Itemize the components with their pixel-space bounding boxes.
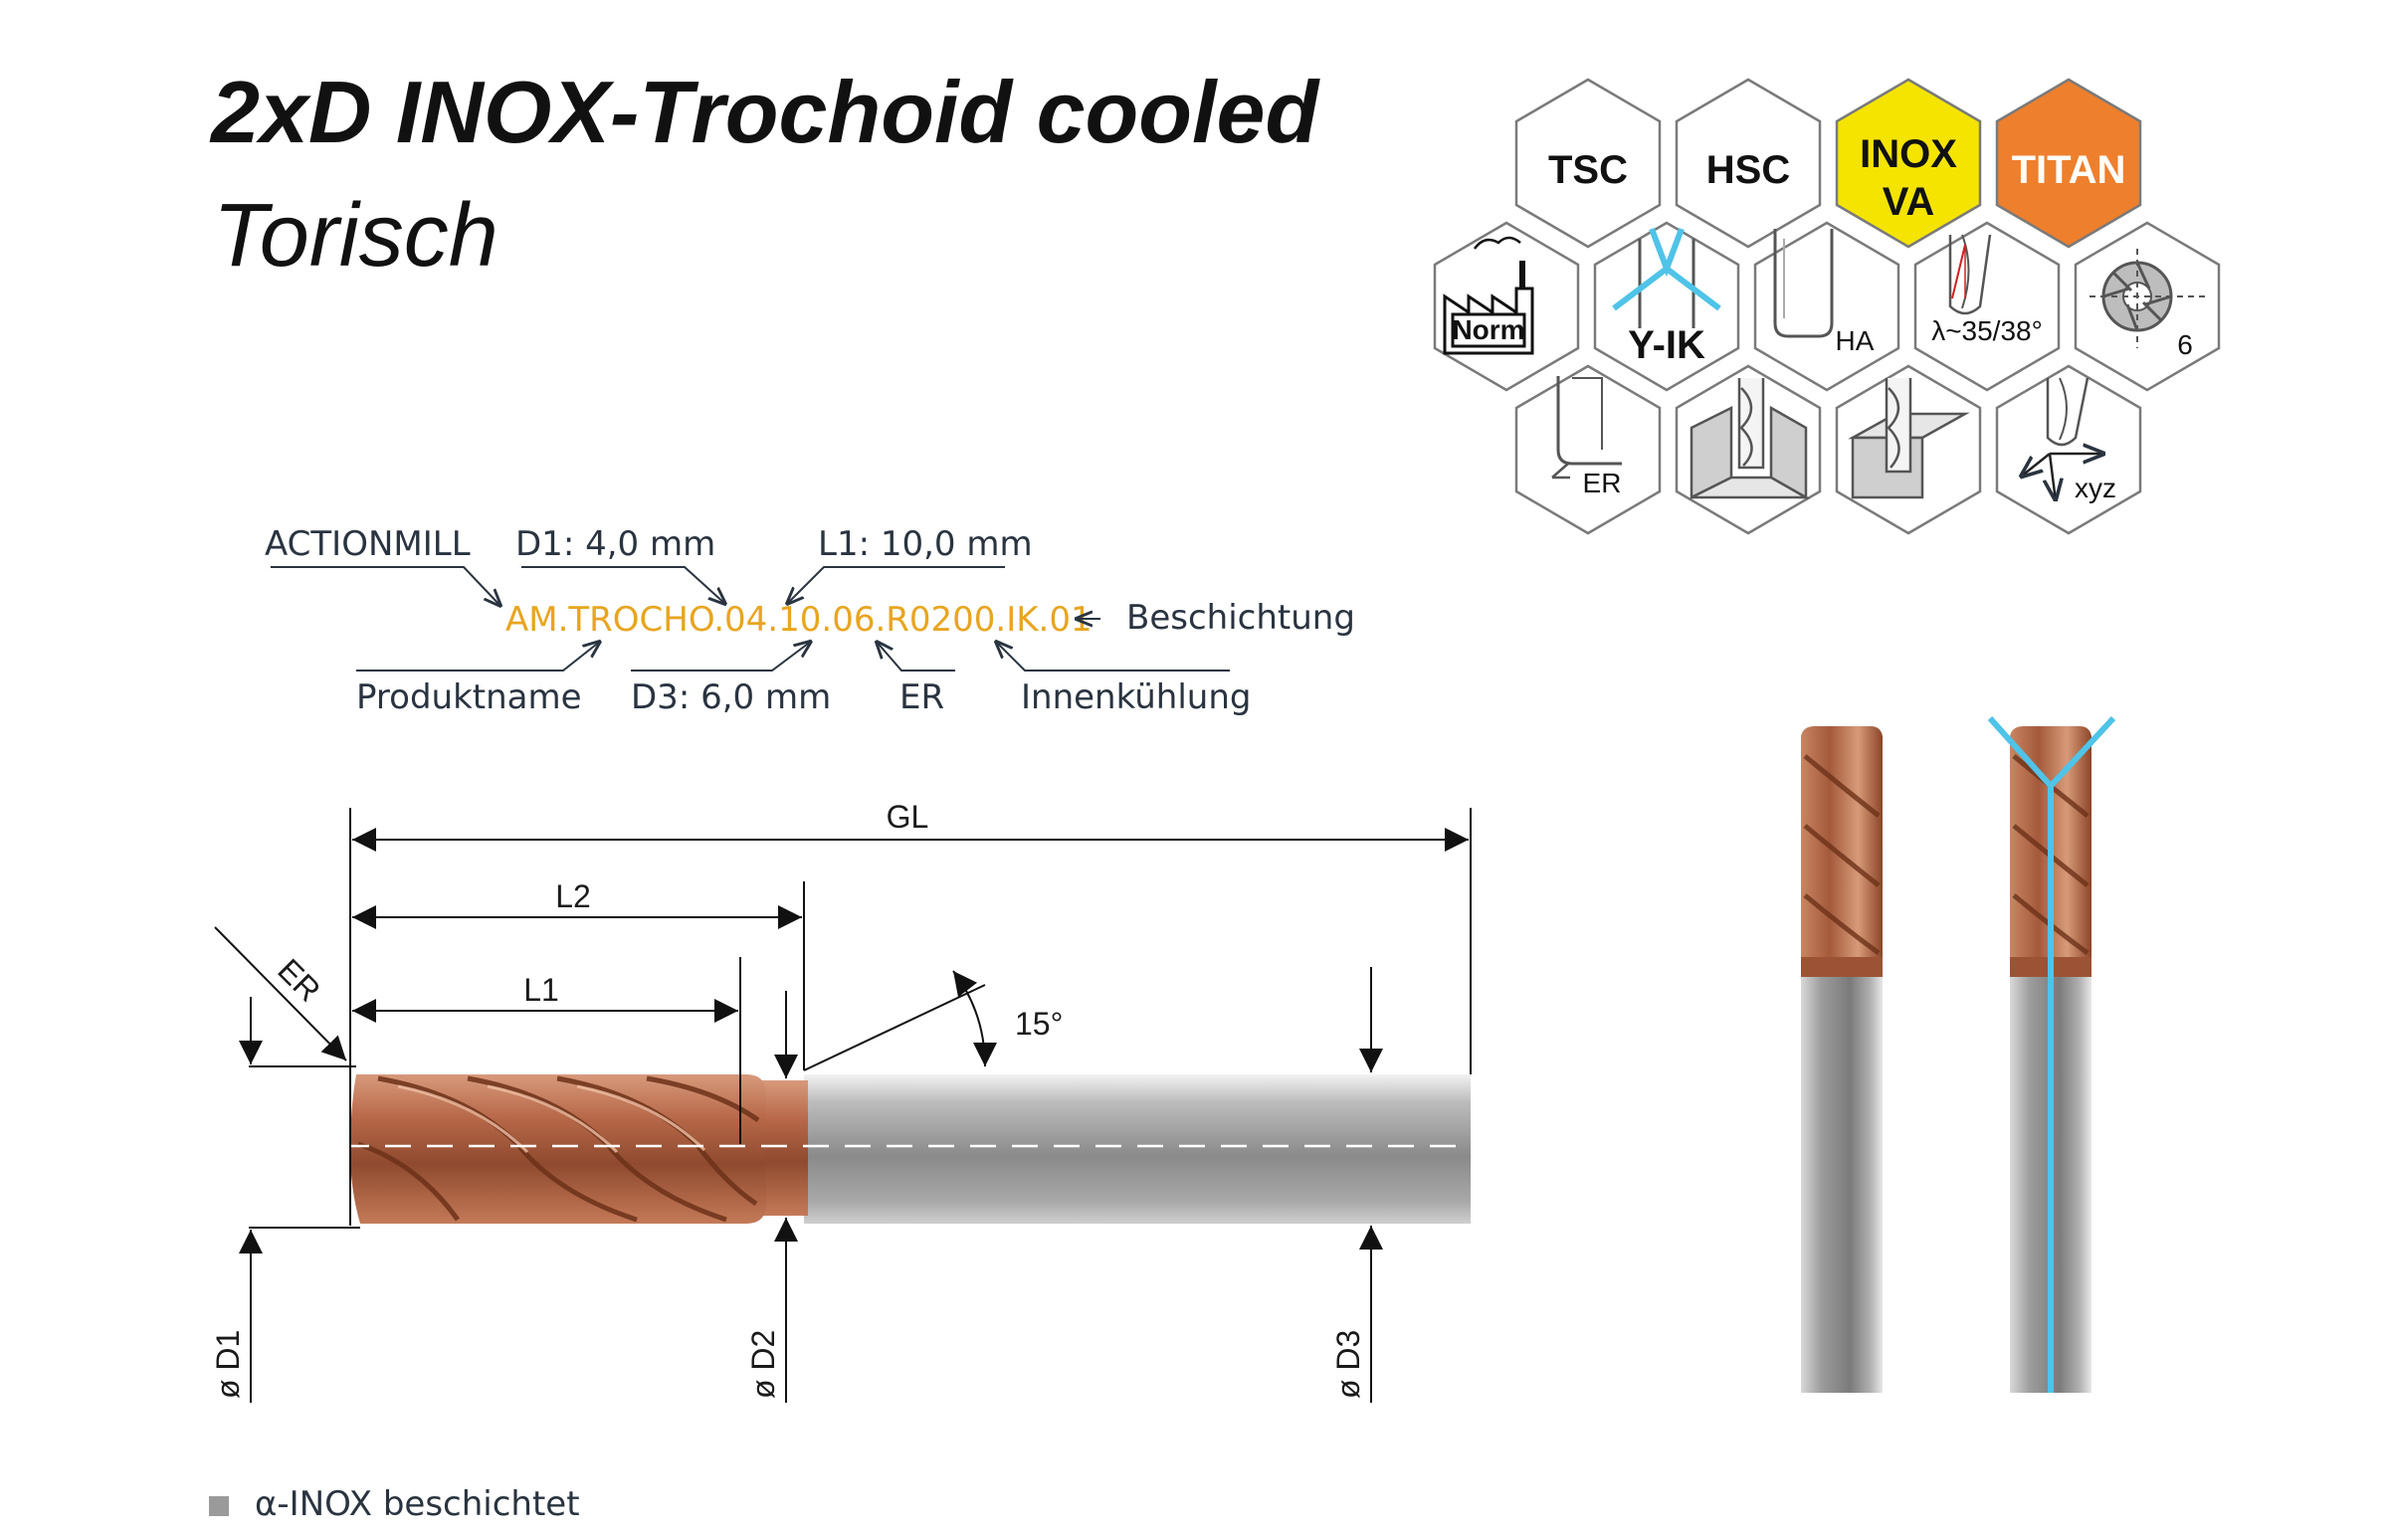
footnote: α-INOX beschichtet: [209, 1484, 580, 1524]
legend-er-leader: [876, 641, 955, 672]
hex-xyz-label: xyz: [2075, 473, 2116, 503]
hex-titan: TITAN: [1995, 78, 2142, 249]
y-cooling-icon: [1612, 227, 1721, 328]
product-left-shank: [1801, 975, 1883, 1393]
product-left-flutes: [1801, 726, 1883, 975]
hex-badge-grid: TSC HSC INOX VA TITAN Norm: [1433, 78, 2221, 535]
legend-innenkuehlung: Innenkühlung: [1021, 677, 1251, 717]
factory-icon: [1443, 236, 1534, 355]
product-left-flute-lines: [1803, 754, 1881, 956]
hex-slot: [1675, 364, 1822, 535]
page-subtitle: Torisch: [213, 186, 498, 286]
hex-titan-label: TITAN: [2012, 148, 2126, 192]
angle-15-leader: [803, 984, 986, 1071]
hex-pocket: [1835, 364, 1982, 535]
slot-milling-icon: [1690, 378, 1811, 500]
legend-produktname-leader: [356, 641, 601, 672]
hex-er: ER: [1514, 364, 1662, 535]
helix-angle-icon: [1948, 234, 1992, 315]
legend-d1: D1: 4,0 mm: [515, 524, 715, 564]
hex-flutes: 6: [2074, 221, 2221, 392]
hex-helix-label: λ~35/38°: [1931, 315, 2043, 346]
hex-xyz: xyz: [1995, 364, 2142, 535]
hex-inox-label: INOX: [1860, 132, 1957, 176]
side-milling-icon: [1848, 378, 1970, 499]
flute-count-icon: [2090, 249, 2207, 348]
dim-l2-label: L2: [555, 878, 591, 914]
page-title: 2xD INOX-Trochoid cooled: [211, 63, 1319, 161]
legend-actionmill: ACTIONMILL: [265, 524, 471, 564]
xyz-axes-icon: [2020, 377, 2105, 501]
dim-er-label: ER: [271, 952, 327, 1009]
hex-yik: Y-IK: [1593, 221, 1740, 392]
hex-hsc: HSC: [1675, 78, 1822, 249]
footnote-text: α-INOX beschichtet: [255, 1484, 580, 1524]
dim-l1-label: L1: [523, 972, 559, 1008]
tool-cutting-part: [350, 1074, 766, 1224]
dim-er-line: [214, 926, 347, 1061]
legend-l1-leader: [786, 566, 1005, 605]
dim-angle-label: 15°: [1015, 1006, 1063, 1042]
legend-l1: L1: 10,0 mm: [818, 524, 1033, 564]
footnote-bullet: [209, 1495, 229, 1516]
hex-norm-label: Norm: [1452, 314, 1524, 345]
product-code: AM.TROCHO.04.10.06.R0200.IK.01: [505, 600, 1093, 640]
dim-d3-label: ø D3: [1330, 1330, 1366, 1399]
legend-produktname: Produktname: [356, 677, 582, 717]
legend-d1-leader: [521, 566, 726, 605]
corner-radius-icon: [1551, 376, 1622, 480]
product-right-cooling-channel: [1987, 715, 2116, 1393]
code-legend: ACTIONMILL D1: 4,0 mm L1: 10,0 mm AM.TRO…: [265, 524, 1355, 717]
product-view-right: [1987, 715, 2116, 1393]
hex-inox-va: INOX VA: [1835, 78, 1982, 249]
legend-innenkuehlung-leader: [995, 641, 1230, 672]
tool-flute-highlights: [397, 1084, 706, 1154]
tool-drawing: GL L2 L1 ER 15° ø D1 ø D2 ø D3: [210, 799, 1483, 1403]
legend-actionmill-leader: [271, 566, 501, 607]
legend-d3-leader: [631, 641, 812, 672]
dim-gl-label: GL: [887, 799, 929, 835]
tool-shank: [804, 1074, 1471, 1224]
angle-15-arc: [952, 970, 997, 1067]
hex-ha-label: HA: [1836, 325, 1875, 356]
product-left-neck: [1801, 957, 1883, 977]
shank-ha-icon: [1773, 229, 1834, 338]
legend-beschichtung: Beschichtung: [1126, 598, 1355, 638]
hex-ha: HA: [1753, 221, 1900, 392]
hex-er-label: ER: [1583, 468, 1622, 498]
hex-hsc-label: HSC: [1706, 148, 1790, 192]
dim-d1-label: ø D1: [210, 1330, 246, 1399]
hex-tsc: TSC: [1514, 78, 1662, 249]
hex-va-label: VA: [1883, 180, 1935, 224]
hex-tsc-label: TSC: [1548, 148, 1628, 192]
legend-d3: D3: 6,0 mm: [631, 677, 831, 717]
hex-yik-label: Y-IK: [1628, 323, 1705, 367]
product-view-left: [1801, 726, 1883, 1393]
hex-flutes-label: 6: [2177, 329, 2193, 360]
hex-norm: Norm: [1433, 221, 1580, 392]
legend-er: ER: [899, 677, 944, 717]
dim-d2-label: ø D2: [745, 1330, 781, 1399]
hex-helix: λ~35/38°: [1913, 221, 2061, 392]
